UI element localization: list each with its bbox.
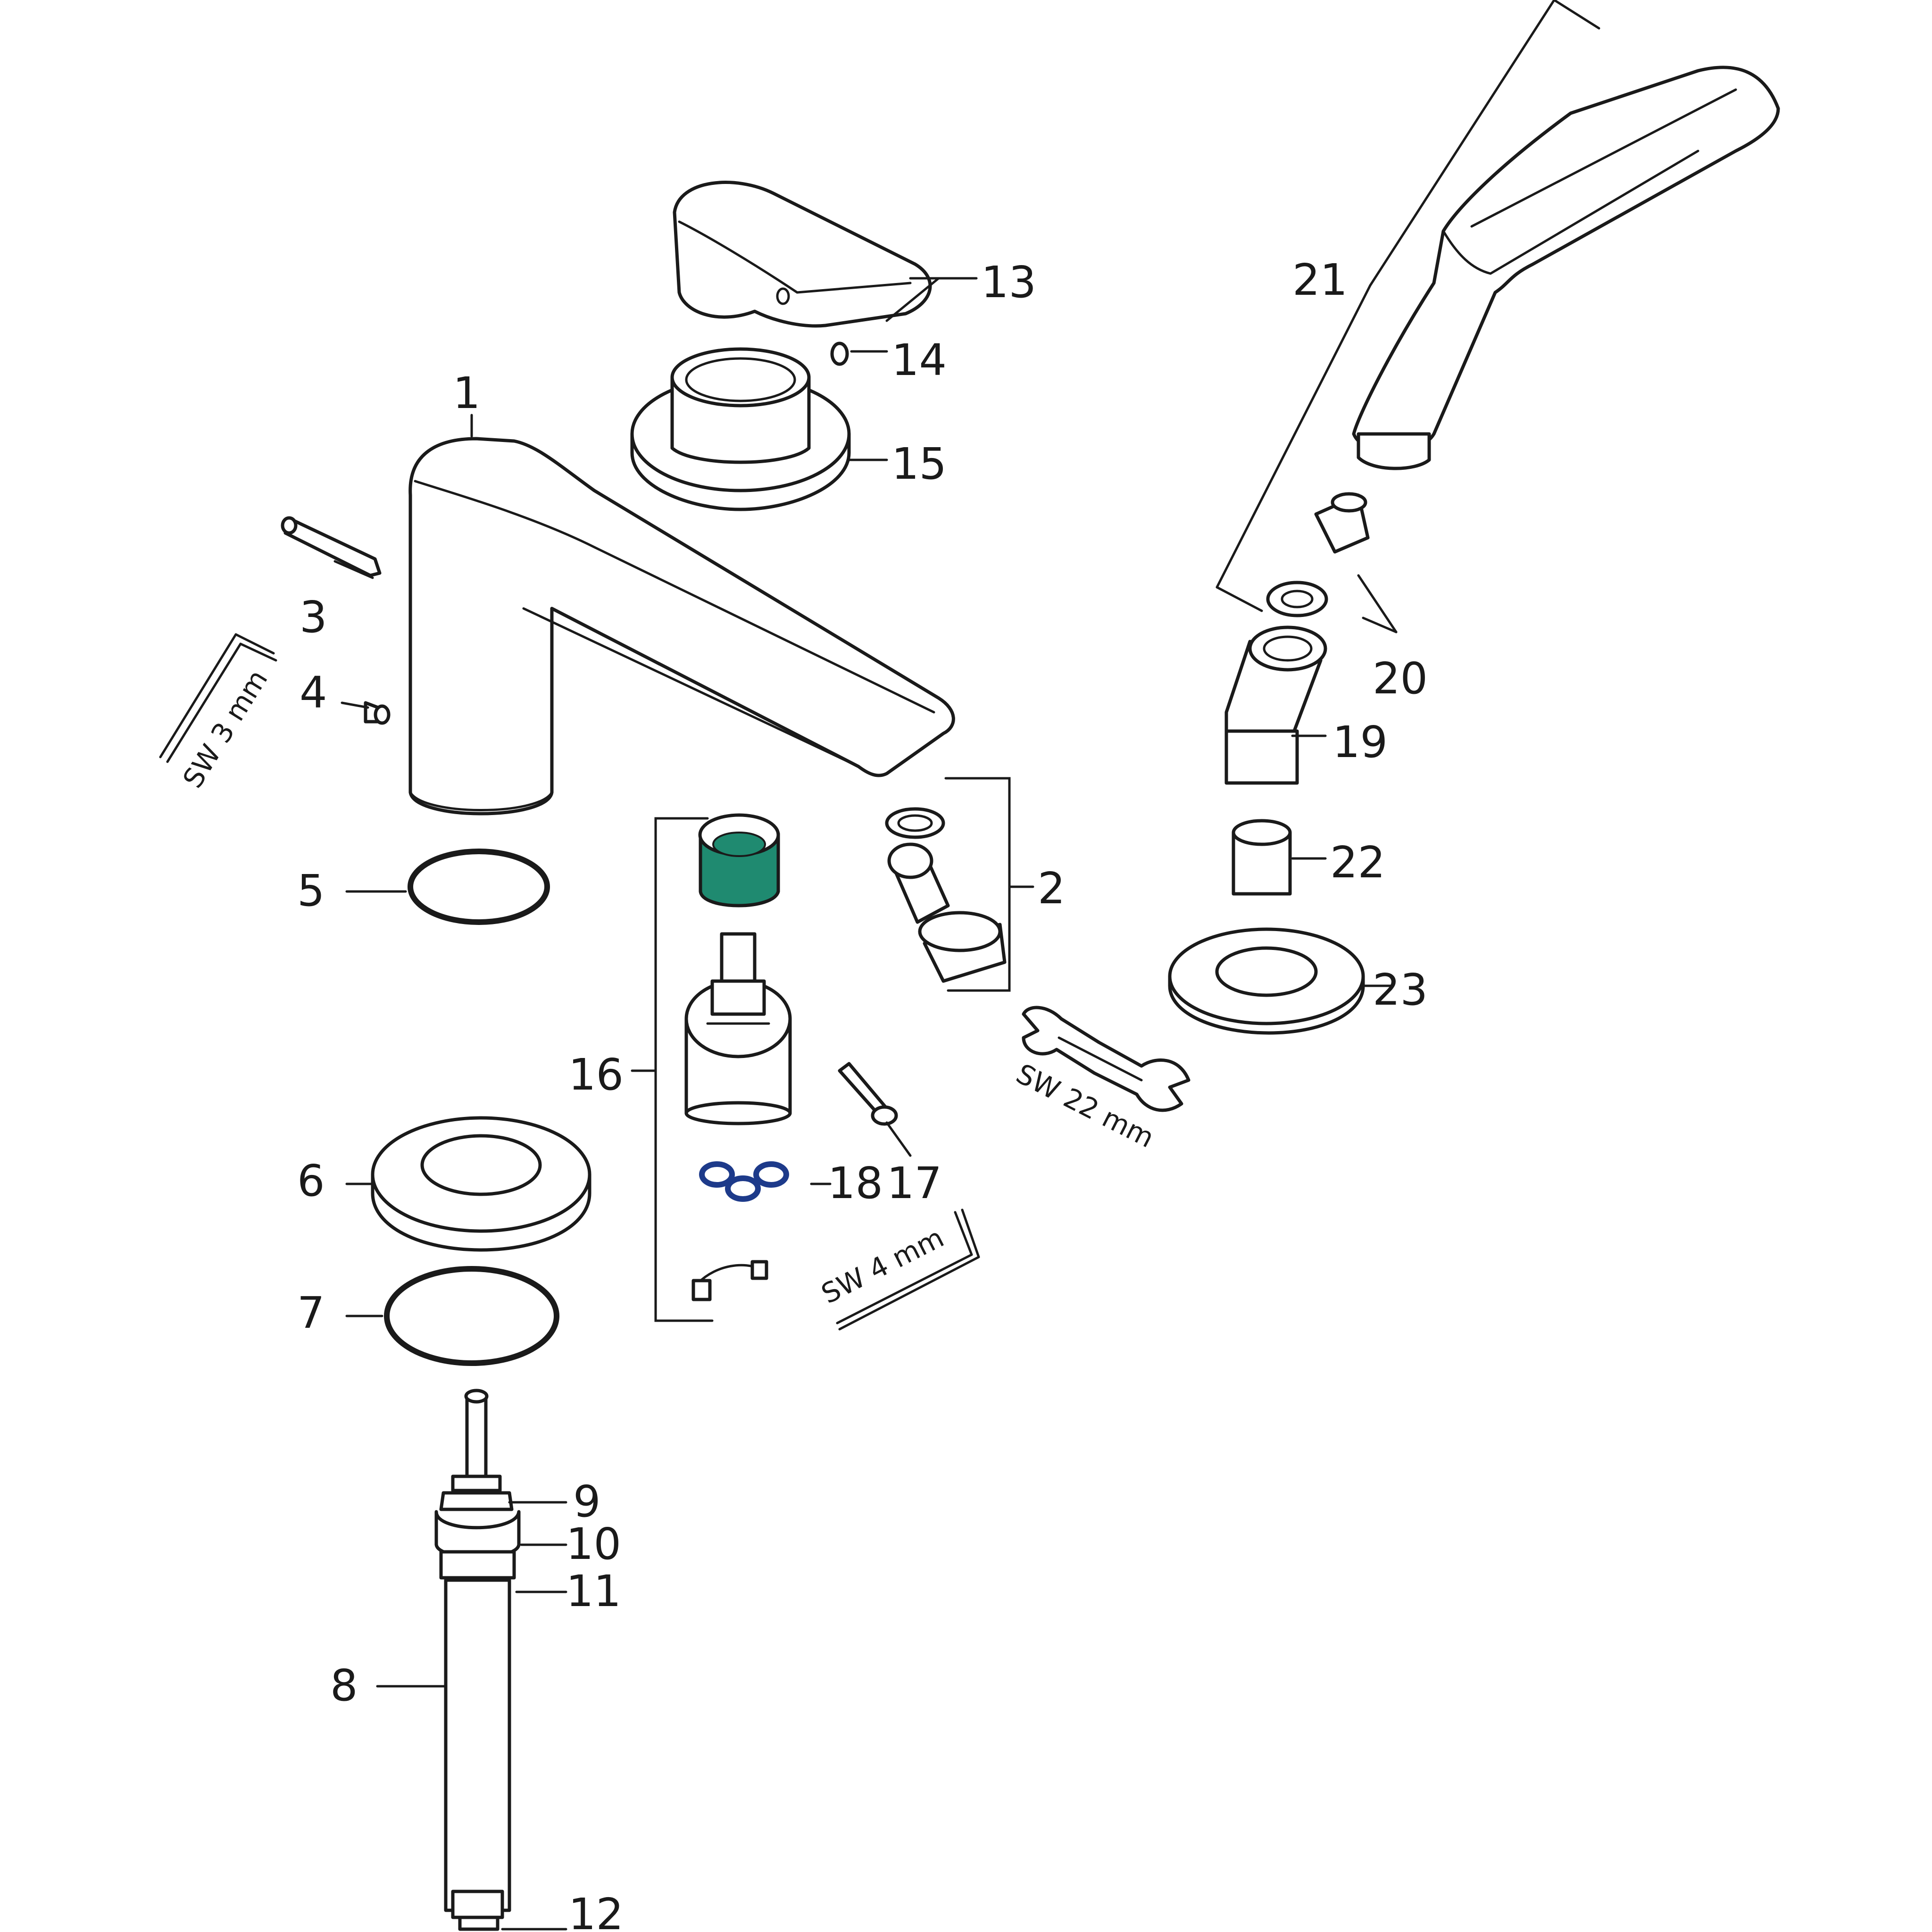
callout-21: 21 [1292,255,1348,305]
callout-16: 16 [568,1049,624,1100]
callout-15: 15 [891,439,947,489]
allen-key-3mm [159,633,277,763]
callout-7: 7 [297,1288,325,1338]
callout-8: 8 [330,1660,358,1711]
grub-screw-14 [830,341,849,366]
callout-5: 5 [297,866,325,916]
hand-shower [1352,66,1780,470]
callout-14: 14 [891,335,947,385]
callout-2: 2 [1038,863,1066,914]
leader-lines [333,0,1600,1931]
callout-10: 10 [566,1519,621,1569]
sleeve-15 [630,347,851,511]
callout-9: 9 [573,1476,601,1527]
callout-23: 23 [1373,965,1428,1015]
cartridge-set [631,813,898,1322]
o-ring-7 [384,1266,559,1366]
lever-handle [673,181,932,328]
faucet-body [408,437,955,816]
check-valve [1232,819,1292,896]
callout-1: 1 [453,368,481,418]
tool-label-sw4: SW 4 mm [816,1221,949,1310]
callout-13: 13 [981,257,1036,308]
pin [281,516,382,577]
grub-screw [364,701,391,725]
tool-labels: SW 3 mm SW 22 mm SW 4 mm [176,664,1159,1310]
callout-17: 17 [887,1158,942,1208]
callout-4: 4 [300,667,327,718]
rosette-6 [371,1116,591,1252]
callout-22: 22 [1330,837,1385,888]
callout-20: 20 [1373,653,1428,704]
allen-key-4mm [836,1208,980,1331]
callout-6: 6 [297,1156,325,1206]
rosette-23 [1168,927,1365,1035]
o-ring-5 [408,849,550,925]
aerator-set [885,777,1034,992]
spanner-22mm [1022,1006,1191,1112]
callout-labels: 1 2 3 4 5 6 7 8 9 10 11 12 13 14 15 16 1… [297,255,1428,1932]
callout-19: 19 [1332,717,1388,767]
callout-11: 11 [566,1566,621,1616]
swivel-connector [1224,492,1370,785]
diverter-stem [434,1389,521,1931]
callout-12: 12 [568,1889,624,1932]
callout-3: 3 [300,592,327,642]
callout-18: 18 [828,1158,883,1208]
tool-label-sw3: SW 3 mm [176,664,274,793]
